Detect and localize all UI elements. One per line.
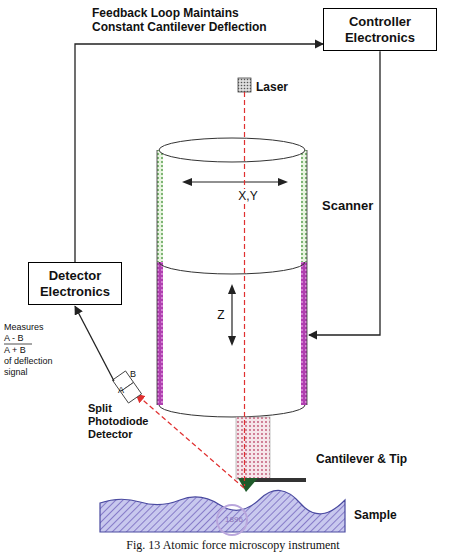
part-label: Sample (354, 508, 424, 522)
sample-surface (100, 490, 345, 532)
part-label: 1896 (222, 515, 246, 525)
split-photodiode (112, 371, 141, 403)
part-label: of deflection signal (4, 356, 62, 378)
xy-motion-arrow (182, 178, 288, 186)
part-label: Cantilever & Tip (316, 452, 446, 466)
laser-beam (244, 92, 245, 486)
feedback-connector (75, 44, 323, 262)
laser-source (238, 78, 251, 92)
part-label: Scanner (322, 198, 402, 214)
part-label: A + B (4, 345, 44, 356)
z-motion-arrow (228, 284, 236, 346)
part-label: Laser (256, 80, 316, 94)
part-label: X,Y (233, 189, 263, 203)
watermark-logo (217, 505, 247, 535)
part-label: Z (214, 308, 228, 322)
cantilever (250, 478, 306, 482)
scanner-tube (157, 138, 307, 417)
box-label: Controller Electronics (328, 14, 432, 45)
fraction-bar (4, 344, 32, 345)
reflected-beam (136, 394, 244, 488)
box-label: Detector Electronics (33, 268, 117, 299)
part-label: A - B (4, 333, 44, 344)
part-label: A (116, 385, 126, 396)
edge-label: Feedback Loop Maintains Constant Cantile… (92, 6, 292, 35)
part-label: Split Photodiode Detector (88, 402, 150, 442)
figure-caption: Fig. 13 Atomic force microscopy instrume… (0, 538, 466, 553)
electronics-box: Controller Electronics (323, 8, 437, 51)
part-label: B (128, 369, 138, 380)
part-label: Measures (4, 322, 64, 333)
z-drive-wire (309, 51, 380, 335)
electronics-box: Detector Electronics (28, 262, 122, 305)
tip-holder (236, 417, 270, 479)
detector-signal-wire (75, 306, 114, 381)
